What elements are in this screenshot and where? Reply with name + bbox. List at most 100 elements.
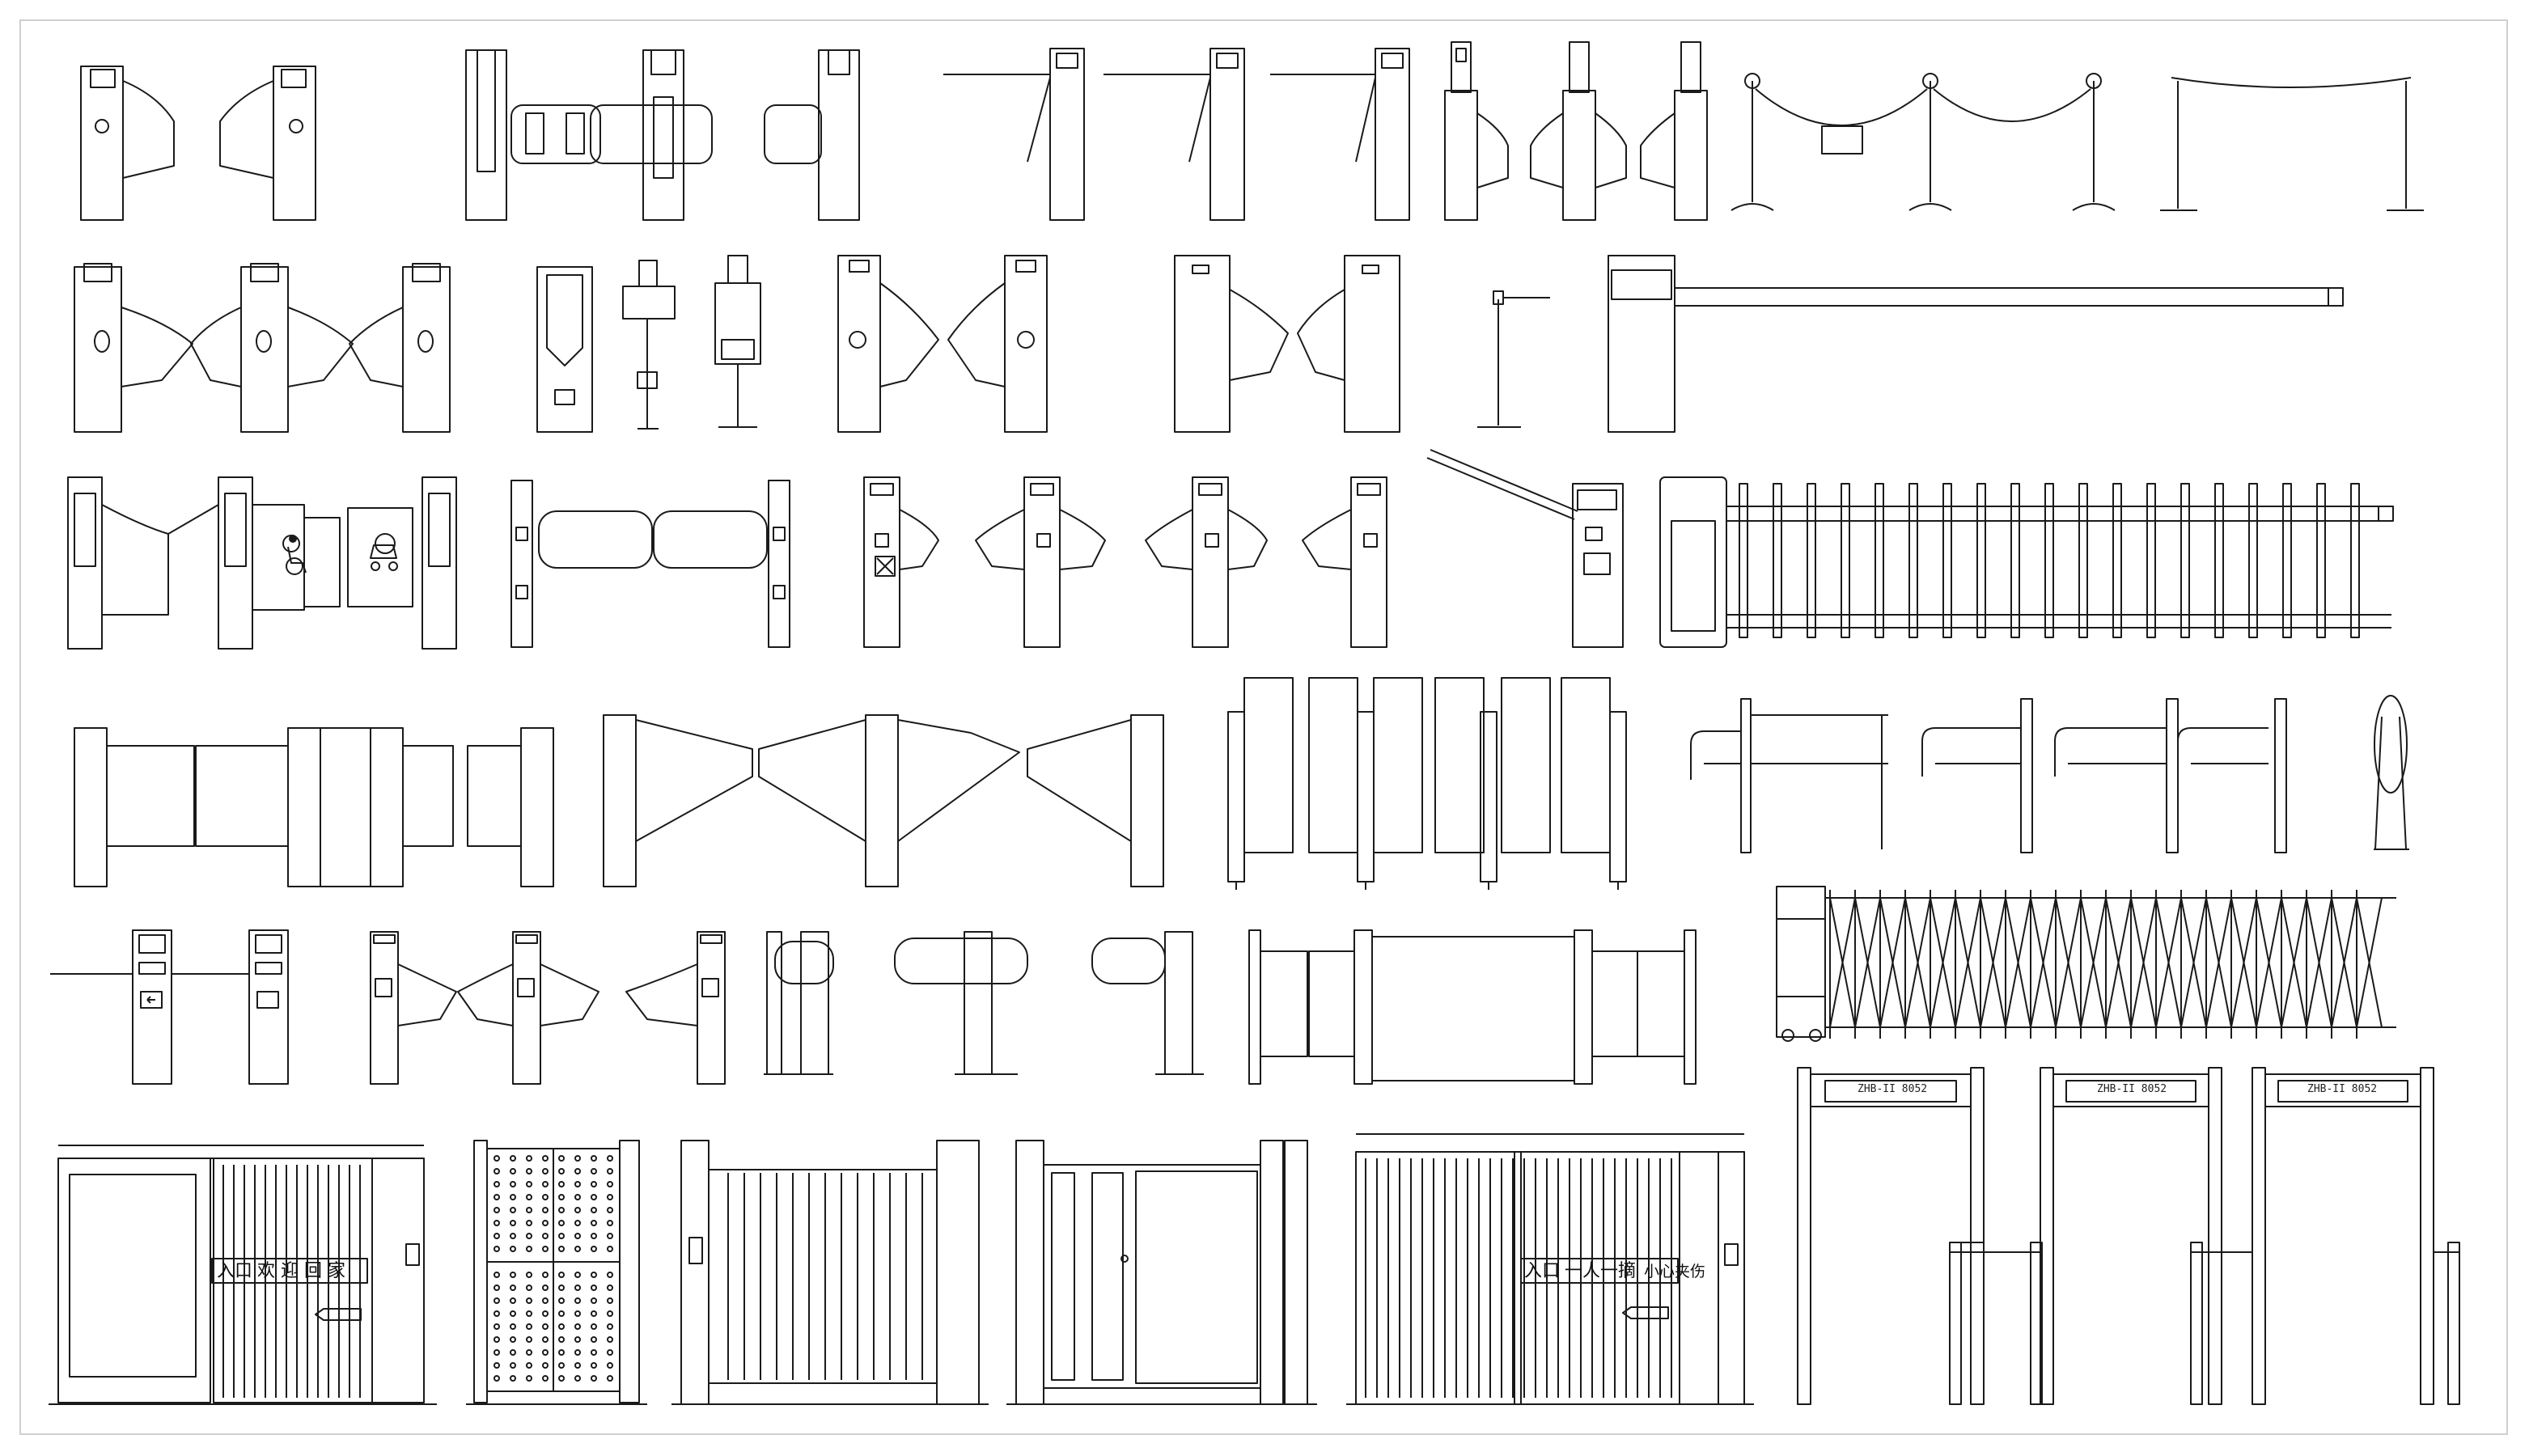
scissor-bar	[2281, 897, 2307, 1028]
perforation-dot	[591, 1272, 597, 1278]
fence-bar	[2248, 483, 2258, 638]
perforation-dot	[558, 1194, 565, 1200]
perforation-dot	[607, 1207, 613, 1213]
perforation-dot	[542, 1233, 549, 1239]
rope-stanchion-set	[1730, 73, 2116, 211]
perforation-dot	[542, 1285, 549, 1291]
perforation-dot	[574, 1362, 581, 1369]
fence-bar	[2214, 483, 2224, 638]
perforation-dot	[510, 1285, 516, 1291]
perforation-dot	[542, 1220, 549, 1226]
perforation-dot	[526, 1323, 532, 1330]
perforation-dot	[494, 1194, 500, 1200]
tripod-card-turnstile-pair	[50, 929, 289, 1085]
fence-bar	[1942, 483, 1952, 638]
perforation-dot	[574, 1168, 581, 1175]
perforation-dot	[526, 1310, 532, 1317]
gate-b-one-person-sign: 一人一摘	[1565, 1261, 1637, 1281]
perforation-dot	[607, 1272, 613, 1278]
perforation-dot	[542, 1362, 549, 1369]
perforation-dot	[526, 1362, 532, 1369]
fence-bar	[1841, 483, 1850, 638]
perforation-dot	[526, 1272, 532, 1278]
tall-flap-barrier-set	[74, 263, 451, 433]
fence-bar	[2112, 483, 2122, 638]
perforation-dot	[510, 1362, 516, 1369]
perforation-dot	[526, 1336, 532, 1343]
scissor-bar	[1854, 897, 1881, 1028]
perforation-dot	[542, 1375, 549, 1382]
perforation-dot	[607, 1194, 613, 1200]
perforation-dot	[558, 1336, 565, 1343]
perforation-dot	[494, 1349, 500, 1356]
perforation-dot	[526, 1297, 532, 1304]
fence-bar	[2282, 483, 2292, 638]
perforation-dot	[542, 1168, 549, 1175]
vertical-slat-sliding-gate	[671, 1140, 989, 1405]
slim-flap-gate-set	[370, 931, 726, 1085]
gate-a-slat-set	[222, 1165, 361, 1398]
fence-bar	[1908, 483, 1918, 638]
scissor-bar	[1829, 897, 1856, 1028]
perforation-dot	[542, 1194, 549, 1200]
perforation-dot	[494, 1323, 500, 1330]
retractable-belt-stanchion	[1477, 290, 1550, 428]
perforation-dot	[558, 1220, 565, 1226]
perforation-dot	[591, 1207, 597, 1213]
glass-panel-gate-set	[1227, 677, 1627, 890]
perforation-dot	[542, 1349, 549, 1356]
perforation-dot	[591, 1375, 597, 1382]
scissor-bar	[1955, 897, 1981, 1028]
perforation-dot	[574, 1310, 581, 1317]
perforation-dot	[494, 1336, 500, 1343]
perforation-dot	[607, 1310, 613, 1317]
perforation-dot	[607, 1336, 613, 1343]
perforation-dot	[574, 1349, 581, 1356]
perforation-dot	[591, 1285, 597, 1291]
perforation-dot	[574, 1375, 581, 1382]
gate-b-slat-set	[1365, 1158, 1672, 1398]
perforation-dot	[510, 1194, 516, 1200]
perforation-dot	[510, 1246, 516, 1252]
perforation-dot	[558, 1323, 565, 1330]
perforation-dot	[607, 1181, 613, 1187]
perforation-dot	[510, 1297, 516, 1304]
perforation-dot	[574, 1323, 581, 1330]
perforation-dot	[526, 1168, 532, 1175]
perforation-dot	[591, 1194, 597, 1200]
swing-arm-gate-pair	[510, 480, 790, 648]
perforation-dot	[574, 1181, 581, 1187]
perforation-dot	[494, 1220, 500, 1226]
perforation-dot	[591, 1155, 597, 1162]
fence-bar-set	[1739, 483, 2360, 638]
perforation-dot	[526, 1375, 532, 1382]
detector-panel-label-3: ZHB-II 8052	[2307, 1083, 2378, 1095]
perforation-dot	[591, 1181, 597, 1187]
perforation-dot	[494, 1362, 500, 1369]
perforation-dot	[607, 1349, 613, 1356]
scissor-bar	[2005, 897, 2031, 1028]
fence-bar	[2180, 483, 2190, 638]
perforation-dot	[607, 1220, 613, 1226]
fence-bar	[1773, 483, 1782, 638]
fence-bar	[2316, 483, 2326, 638]
sliding-door-gate-a	[49, 1145, 437, 1405]
perforation-dot	[510, 1272, 516, 1278]
scissor-bar	[1930, 897, 1956, 1028]
fence-bar	[1739, 483, 1748, 638]
detector-panel-label-1: ZHB-II 8052	[1858, 1083, 1928, 1095]
perforation-dot	[542, 1181, 549, 1187]
perforation-dot	[510, 1207, 516, 1213]
fence-bar	[2146, 483, 2156, 638]
retractable-expanding-gate	[1776, 886, 2396, 1042]
perforation-dot	[591, 1297, 597, 1304]
perforation-dot	[526, 1233, 532, 1239]
perforation-dot	[607, 1375, 613, 1382]
fence-bar	[2010, 483, 2020, 638]
perforation-dot	[607, 1362, 613, 1369]
perforation-dot	[591, 1336, 597, 1343]
perforated-double-gate	[466, 1140, 647, 1405]
perforation-dot	[542, 1310, 549, 1317]
perforation-dot	[574, 1207, 581, 1213]
